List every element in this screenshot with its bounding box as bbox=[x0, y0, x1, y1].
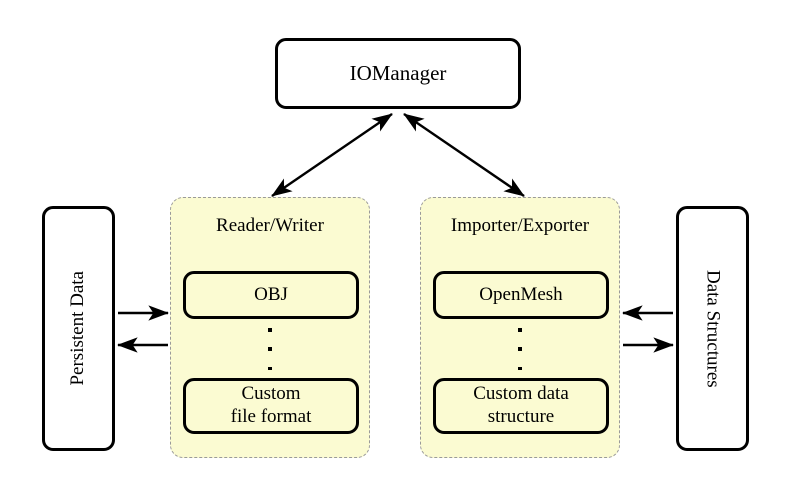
leaf-box-custom-file-format-line2: file format bbox=[230, 406, 312, 427]
vertical-ellipsis-icon bbox=[421, 328, 619, 370]
leaf-box-openmesh-label: OpenMesh bbox=[479, 283, 563, 305]
leaf-box-custom-file-format[interactable]: Custom file format bbox=[183, 378, 359, 434]
leaf-box-custom-file-format-text: Custom file format bbox=[231, 383, 312, 429]
leaf-box-custom-data-structure-text: Custom data structure bbox=[473, 383, 569, 429]
vertical-ellipsis-icon bbox=[171, 328, 369, 370]
node-data-structures[interactable]: Data Structures bbox=[676, 206, 749, 451]
arrow-manager-readerwriter bbox=[271, 113, 393, 197]
leaf-box-custom-data-structure-line1: Custom data bbox=[473, 383, 569, 405]
leaf-box-custom-data-structure[interactable]: Custom data structure bbox=[433, 378, 609, 434]
group-panel-importer-exporter[interactable]: Importer/Exporter OpenMesh Custom data s… bbox=[420, 197, 620, 458]
leaf-box-openmesh[interactable]: OpenMesh bbox=[433, 271, 609, 319]
persistent-data-label: Persistent Data bbox=[67, 271, 89, 386]
node-io-manager[interactable]: IOManager bbox=[275, 38, 521, 109]
group-title-importer-exporter: Importer/Exporter bbox=[450, 215, 590, 236]
leaf-box-obj[interactable]: OBJ bbox=[183, 271, 359, 319]
io-manager-label: IOManager bbox=[349, 61, 447, 86]
group-title-reader-writer: Reader/Writer bbox=[216, 215, 324, 236]
group-panel-reader-writer[interactable]: Reader/Writer OBJ Custom file format bbox=[170, 197, 370, 458]
data-structures-label: Data Structures bbox=[702, 269, 724, 388]
node-persistent-data[interactable]: Persistent Data bbox=[42, 206, 115, 451]
arrow-manager-importerexporter bbox=[403, 113, 525, 197]
leaf-box-custom-data-structure-line2: structure bbox=[487, 406, 555, 427]
leaf-box-obj-label: OBJ bbox=[254, 283, 288, 305]
leaf-box-custom-file-format-line1: Custom bbox=[241, 383, 301, 405]
